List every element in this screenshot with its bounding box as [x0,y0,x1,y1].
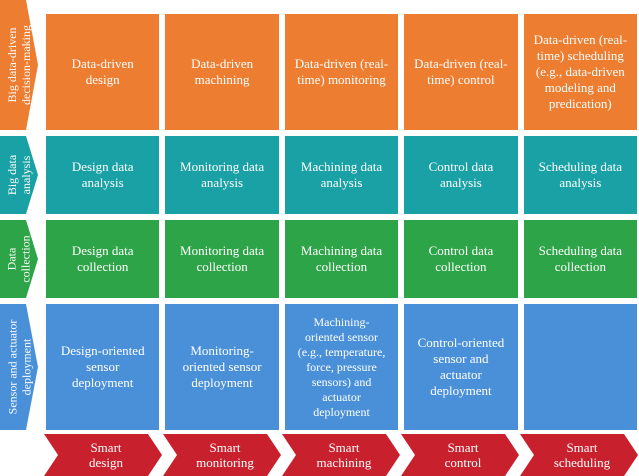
chevron-arrows-shape [44,434,638,476]
cell-monitoring-data-collection: Monitoring data collection [165,220,279,298]
cell-data-driven-machining: Data-driven machining [165,14,279,130]
smart-design-label: Smart design [89,440,123,470]
row-label-data-collection: Data collection [0,220,38,298]
cell-machining-data-collection: Machining data collection [284,220,399,298]
cell-control-data-analysis: Control data analysis [404,136,518,214]
chevron-smart-design [44,434,162,476]
cell-scheduling-data-collection: Scheduling data collection [523,220,638,298]
row-label-decision-making: Big data-driven decision-making [0,0,38,130]
cell-control-oriented-sensor-deployment: Control-oriented sensor and actuator dep… [404,304,518,430]
decision-making-row: Data-driven design Data-driven machining… [46,14,638,130]
row-label-line: Data [5,247,20,271]
chevron-smart-monitoring [163,434,281,476]
cell-data-driven-control: Data-driven (real- time) control [404,14,518,130]
smart-monitoring-label: Smart monitoring [196,440,254,470]
cell-monitoring-data-analysis: Monitoring data analysis [165,136,279,214]
row-label-line: Big data [5,154,20,196]
row-label-line: Sensor and actuator [5,319,20,415]
row-label-sensor-actuator-deployment: Sensor and actuator deployment [0,304,38,430]
cell-machining-oriented-sensor-deployment: Machining- oriented sensor (e.g., temper… [284,304,399,430]
cell-design-data-analysis: Design data analysis [46,136,160,214]
cell-design-oriented-sensor-deployment: Design-oriented sensor deployment [46,304,160,430]
row-label-deployment-arrow-shape [0,304,38,430]
cell-machining-data-analysis: Machining data analysis [284,136,399,214]
row-label-line: Big data-driven [5,27,20,103]
analysis-row: Design data analysis Monitoring data ana… [46,136,638,214]
smart-scheduling-label: Smart scheduling [553,440,611,470]
cell-data-driven-design: Data-driven design [46,14,160,130]
smart-process-arrow-row: Smart design Smart monitoring Smart mach… [44,434,638,476]
row-label-decision-arrow-shape [0,0,38,130]
row-label-big-data-analysis: Big data analysis [0,136,38,214]
row-label-line: analysis [19,155,34,195]
cell-data-driven-monitoring: Data-driven (real- time) monitoring [284,14,399,130]
cell-data-driven-scheduling: Data-driven (real- time) scheduling (e.g… [523,14,638,130]
deployment-row: Design-oriented sensor deployment Monito… [46,304,638,430]
cell-control-data-collection: Control data collection [404,220,518,298]
cell-scheduling-data-analysis: Scheduling data analysis [523,136,638,214]
chevron-smart-scheduling [520,434,638,476]
row-label-line: decision-making [19,25,34,105]
row-label-collection-arrow-shape [0,220,38,298]
cell-scheduling-deployment-empty [523,304,638,430]
cell-design-data-collection: Design data collection [46,220,160,298]
smart-machining-label: Smart machining [316,440,372,470]
collection-row: Design data collection Monitoring data c… [46,220,638,298]
row-label-line: deployment [19,338,34,396]
cell-monitoring-oriented-sensor-deployment: Monitoring- oriented sensor deployment [165,304,279,430]
row-label-analysis-arrow-shape [0,136,38,214]
row-label-line: collection [19,235,34,283]
smart-control-label: Smart control [444,440,482,470]
chevron-smart-control [401,434,519,476]
chevron-smart-machining [282,434,400,476]
